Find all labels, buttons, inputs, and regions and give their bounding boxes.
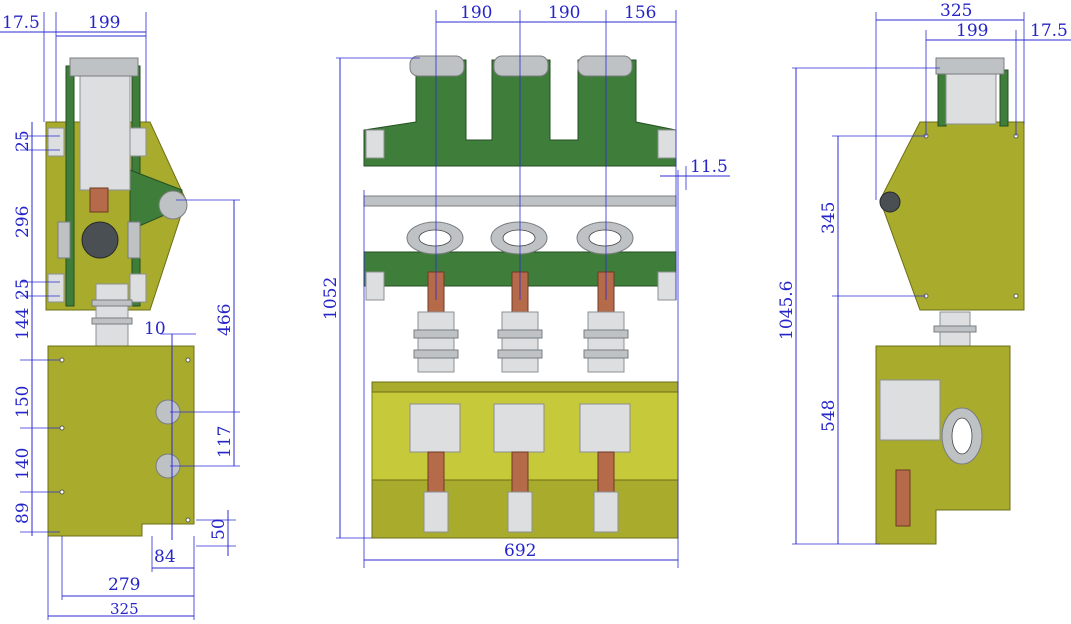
right-mechanism <box>879 379 941 441</box>
front-pole-1 <box>406 221 464 533</box>
right-insulator-ring <box>933 325 977 333</box>
dim-left-25-a: 25 <box>13 130 33 152</box>
dim-front-1052: 1052 <box>321 277 341 320</box>
front-bracket-3 <box>365 271 385 301</box>
front-top-pulley-3 <box>577 55 633 77</box>
right-green-rail <box>937 69 947 127</box>
right-green-rail-2 <box>999 69 1009 127</box>
left-handle-b <box>127 221 141 259</box>
dim-front-156: 156 <box>624 3 656 23</box>
dim-left-10: 10 <box>144 319 166 339</box>
left-copper-link <box>89 187 109 213</box>
left-handle-a <box>57 221 71 259</box>
dim-left-199: 199 <box>88 13 120 33</box>
left-actuator-cap <box>69 57 139 77</box>
front-bracket-1 <box>365 129 385 159</box>
front-pole-3 <box>576 221 634 533</box>
dim-right-1045-6: 1045.6 <box>777 281 797 340</box>
dim-left-325: 325 <box>110 600 139 618</box>
right-knob <box>879 191 901 213</box>
dim-right-199: 199 <box>956 21 988 41</box>
left-actuator-cylinder <box>79 61 131 191</box>
left-boss-2 <box>129 127 147 157</box>
left-side-view <box>45 57 195 537</box>
dim-front-190-b: 190 <box>548 3 580 23</box>
left-boss-3 <box>47 273 65 303</box>
dim-left-17-5: 17.5 <box>2 13 40 33</box>
right-dim-labels: 325 199 17.5 1045.6 345 548 <box>777 1 1068 432</box>
dim-left-25-b: 25 <box>13 278 33 300</box>
dim-front-11-5: 11.5 <box>690 157 728 177</box>
dim-left-150: 150 <box>13 386 33 418</box>
dim-front-692: 692 <box>504 541 536 561</box>
right-actuator-cap <box>935 57 1005 75</box>
front-dim-labels: 190 190 156 11.5 1052 692 <box>321 3 728 561</box>
front-lower-frame-top <box>371 381 679 393</box>
right-upper-panel <box>879 121 1025 311</box>
left-gear-wheel <box>81 221 119 259</box>
left-dim-labels: 17.5 199 25 296 25 144 150 140 89 466 10… <box>2 13 235 618</box>
dim-left-466: 466 <box>215 304 235 336</box>
front-pole-2 <box>490 221 548 533</box>
dim-left-50: 50 <box>209 518 229 540</box>
dim-right-548: 548 <box>819 400 839 432</box>
front-bracket-4 <box>657 271 677 301</box>
left-insulator-ring-2 <box>91 317 133 325</box>
dim-left-140: 140 <box>13 448 33 480</box>
front-view <box>363 55 679 539</box>
left-pivot <box>158 190 188 220</box>
front-top-pulley-2 <box>493 55 549 77</box>
front-bracket-2 <box>657 129 677 159</box>
right-dimensions <box>792 12 1071 545</box>
dim-right-17-5: 17.5 <box>1030 21 1068 41</box>
dim-left-84: 84 <box>154 547 176 567</box>
left-dimensions <box>0 12 240 620</box>
dim-right-325: 325 <box>940 1 972 21</box>
front-dimensions <box>336 10 730 568</box>
dim-front-190-a: 190 <box>460 3 492 23</box>
dim-left-279: 279 <box>108 575 140 595</box>
front-top-pulley-1 <box>409 55 465 77</box>
left-insulator-ring <box>91 299 133 307</box>
left-green-rail <box>65 65 75 307</box>
dim-left-117: 117 <box>215 426 235 458</box>
left-insulator <box>95 283 129 347</box>
left-boss-4 <box>129 273 147 303</box>
left-boss-1 <box>47 127 65 157</box>
dim-left-144: 144 <box>13 308 33 340</box>
dim-left-89: 89 <box>13 502 33 524</box>
right-side-view <box>875 57 1025 545</box>
right-copper-bar <box>895 469 911 527</box>
dim-right-345: 345 <box>819 202 839 234</box>
dim-left-296: 296 <box>13 206 33 238</box>
